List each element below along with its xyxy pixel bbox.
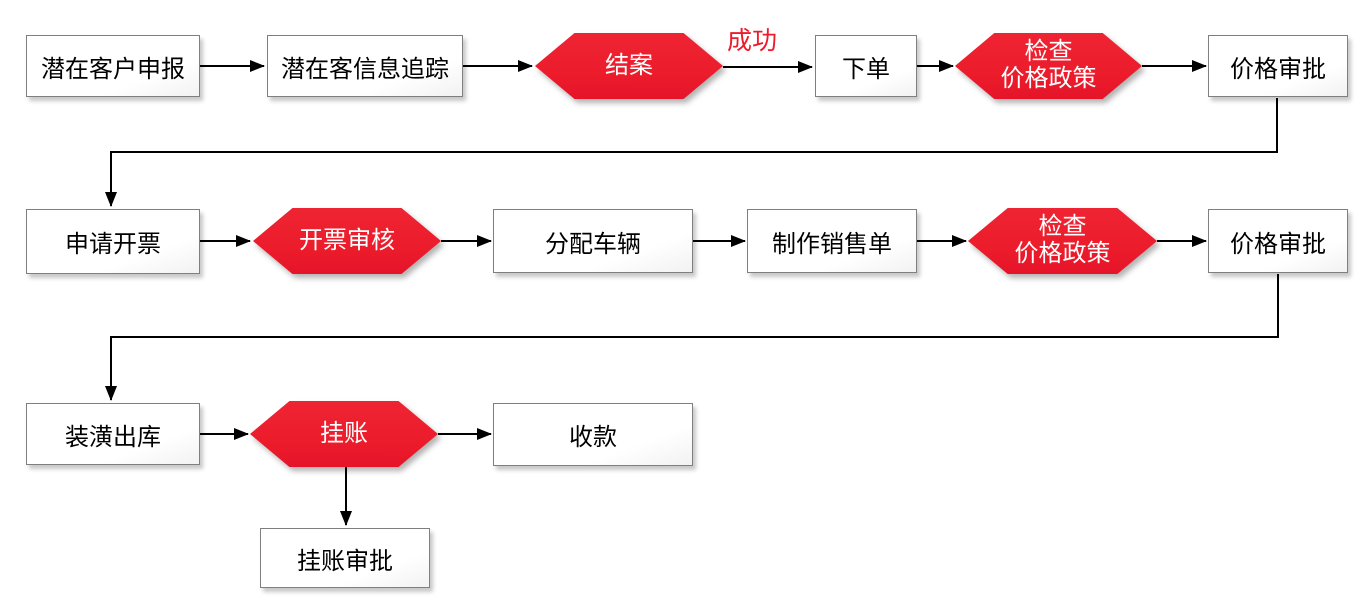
hexagon-shape: 检查 价格政策 [968, 208, 1157, 274]
node-label: 价格审批 [1230, 55, 1326, 83]
node-credit-charge: 挂账 [250, 401, 438, 467]
node-label: 申请开票 [65, 231, 161, 258]
node-label: 装潢出库 [65, 423, 161, 451]
node-label: 分配车辆 [545, 230, 641, 258]
node-label: 检查 价格政策 [1014, 213, 1111, 267]
node-check-price-policy-1: 检查 价格政策 [955, 33, 1142, 99]
node-label: 挂账 [320, 419, 368, 447]
node-apply-invoice: 申请开票 [26, 209, 200, 274]
node-label: 价格审批 [1230, 230, 1326, 258]
node-label: 制作销售单 [772, 230, 892, 258]
node-potential-customer-info-tracking: 潜在客信息追踪 [267, 35, 463, 97]
node-label: 检查 价格政策 [1000, 38, 1097, 92]
node-label: 收款 [569, 424, 617, 451]
hexagon-shape: 检查 价格政策 [955, 33, 1142, 99]
node-label: 下单 [842, 55, 890, 83]
hexagon-shape: 开票审核 [253, 208, 441, 274]
hexagon-shape: 结案 [535, 33, 723, 99]
node-receive-payment: 收款 [493, 403, 693, 466]
node-decoration-outbound: 装潢出库 [26, 403, 200, 465]
edge-approval1-to-applyinvoice [105, 98, 1278, 207]
node-invoice-review: 开票审核 [253, 208, 441, 274]
node-potential-customer-declaration: 潜在客户申报 [26, 35, 200, 97]
hexagon-shape: 挂账 [250, 401, 438, 467]
node-label: 潜在客户申报 [41, 55, 185, 83]
node-price-approval-2: 价格审批 [1208, 209, 1348, 273]
node-create-sales-order: 制作销售单 [747, 209, 917, 273]
node-label: 结案 [605, 51, 653, 79]
node-check-price-policy-2: 检查 价格政策 [968, 208, 1157, 274]
node-place-order: 下单 [815, 35, 917, 97]
node-case-closing: 结案 [535, 33, 723, 99]
node-label: 潜在客信息追踪 [281, 55, 449, 83]
node-price-approval-1: 价格审批 [1208, 35, 1348, 97]
node-credit-approval: 挂账审批 [260, 528, 430, 588]
node-label: 开票审核 [299, 226, 395, 254]
node-assign-vehicle: 分配车辆 [493, 209, 693, 273]
node-label: 挂账审批 [297, 547, 393, 575]
edge-approval2-to-outbound [105, 274, 1279, 401]
edge-label-success: 成功 [727, 27, 778, 55]
